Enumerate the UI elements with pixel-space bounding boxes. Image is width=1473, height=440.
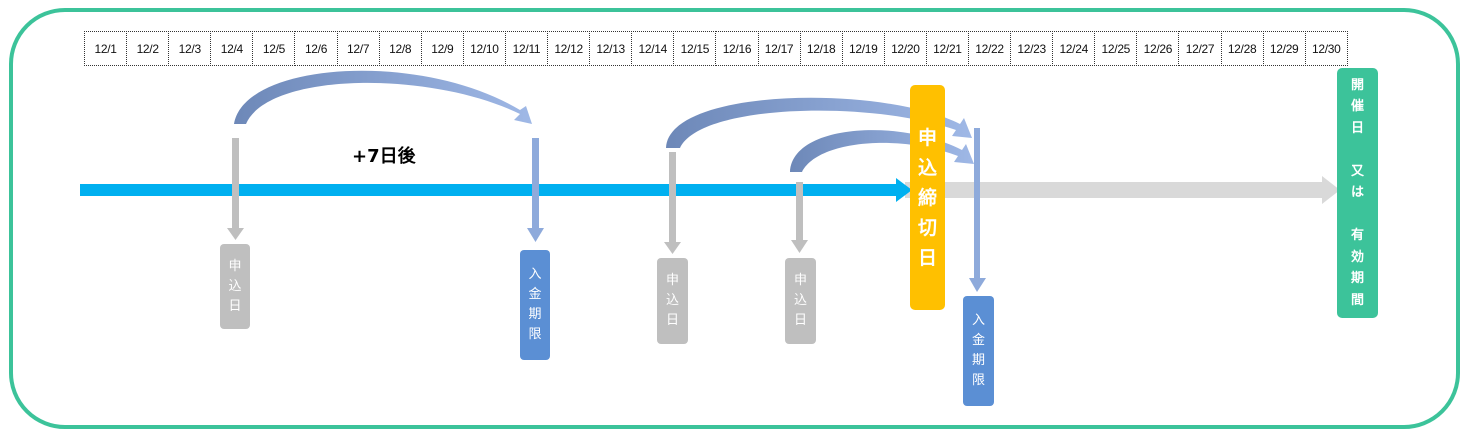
payment-deadline-box-1211: 入 金 期 限 — [520, 250, 550, 360]
curve-arrow-1214 — [666, 97, 972, 148]
payment-deadline-char: 金 — [528, 287, 542, 302]
payment-deadline-char: 期 — [528, 307, 542, 322]
apply-day-char: 申 — [793, 273, 807, 288]
payment-down-arrow-1211 — [527, 138, 544, 242]
apply-day-char: 込 — [228, 278, 242, 294]
apply-day-char: 日 — [665, 313, 679, 328]
event-char: 日 — [1350, 120, 1364, 136]
apply-day-char: 込 — [793, 293, 807, 308]
payment-deadline-char: 限 — [528, 327, 542, 342]
apply-day-char: 込 — [665, 293, 679, 308]
event-char: は — [1350, 185, 1364, 201]
deadline-char: 締 — [917, 186, 937, 209]
apply-day-char: 申 — [228, 258, 242, 274]
event-char: 又 — [1350, 163, 1364, 179]
payment-deadline-char: 期 — [971, 353, 985, 368]
payment-deadline-char: 入 — [971, 313, 985, 328]
event-char: 開 — [1350, 77, 1364, 93]
apply-down-arrow-1214 — [664, 152, 681, 254]
plus-7-days-label: +7日後 — [352, 146, 416, 167]
deadline-char: 申 — [917, 126, 937, 149]
event-char: 有 — [1350, 228, 1364, 244]
deadline-char: 切 — [917, 216, 937, 239]
curve-arrow-1217 — [790, 130, 974, 172]
apply-day-box-1217: 申 込 日 — [785, 258, 816, 344]
plus7-curve-arrow — [234, 70, 532, 124]
payment-deadline-char: 限 — [971, 373, 985, 388]
diagram-frame — [9, 8, 1460, 429]
deadline-char: 日 — [917, 246, 937, 269]
event-char: 効 — [1350, 249, 1364, 265]
apply-day-char: 日 — [793, 313, 807, 328]
event-char — [1351, 139, 1364, 161]
apply-day-char: 申 — [665, 273, 679, 288]
apply-down-arrow-1217 — [791, 182, 808, 253]
apply-day-box-124: 申 込 日 — [220, 244, 250, 329]
event-char: 間 — [1350, 292, 1364, 308]
event-day-box: 開 催 日 又 は 有 効 期 間 — [1337, 68, 1378, 318]
apply-day-char: 日 — [228, 298, 242, 314]
apply-day-box-1214: 申 込 日 — [657, 258, 688, 344]
deadline-char: 込 — [917, 156, 937, 179]
application-deadline-box: 申 込 締 切 日 — [910, 85, 945, 310]
main-timeline-arrow — [80, 178, 912, 202]
event-char: 期 — [1350, 271, 1364, 287]
event-char: 催 — [1350, 99, 1364, 115]
event-char — [1351, 204, 1364, 226]
payment-down-arrow-1221 — [969, 128, 986, 292]
payment-deadline-box-1221: 入 金 期 限 — [963, 296, 994, 406]
payment-deadline-char: 金 — [971, 333, 985, 348]
apply-down-arrow-124 — [227, 138, 244, 240]
date-cell: 12/30 — [1304, 31, 1348, 66]
future-timeline-arrow — [905, 176, 1340, 204]
payment-deadline-char: 入 — [528, 267, 542, 282]
